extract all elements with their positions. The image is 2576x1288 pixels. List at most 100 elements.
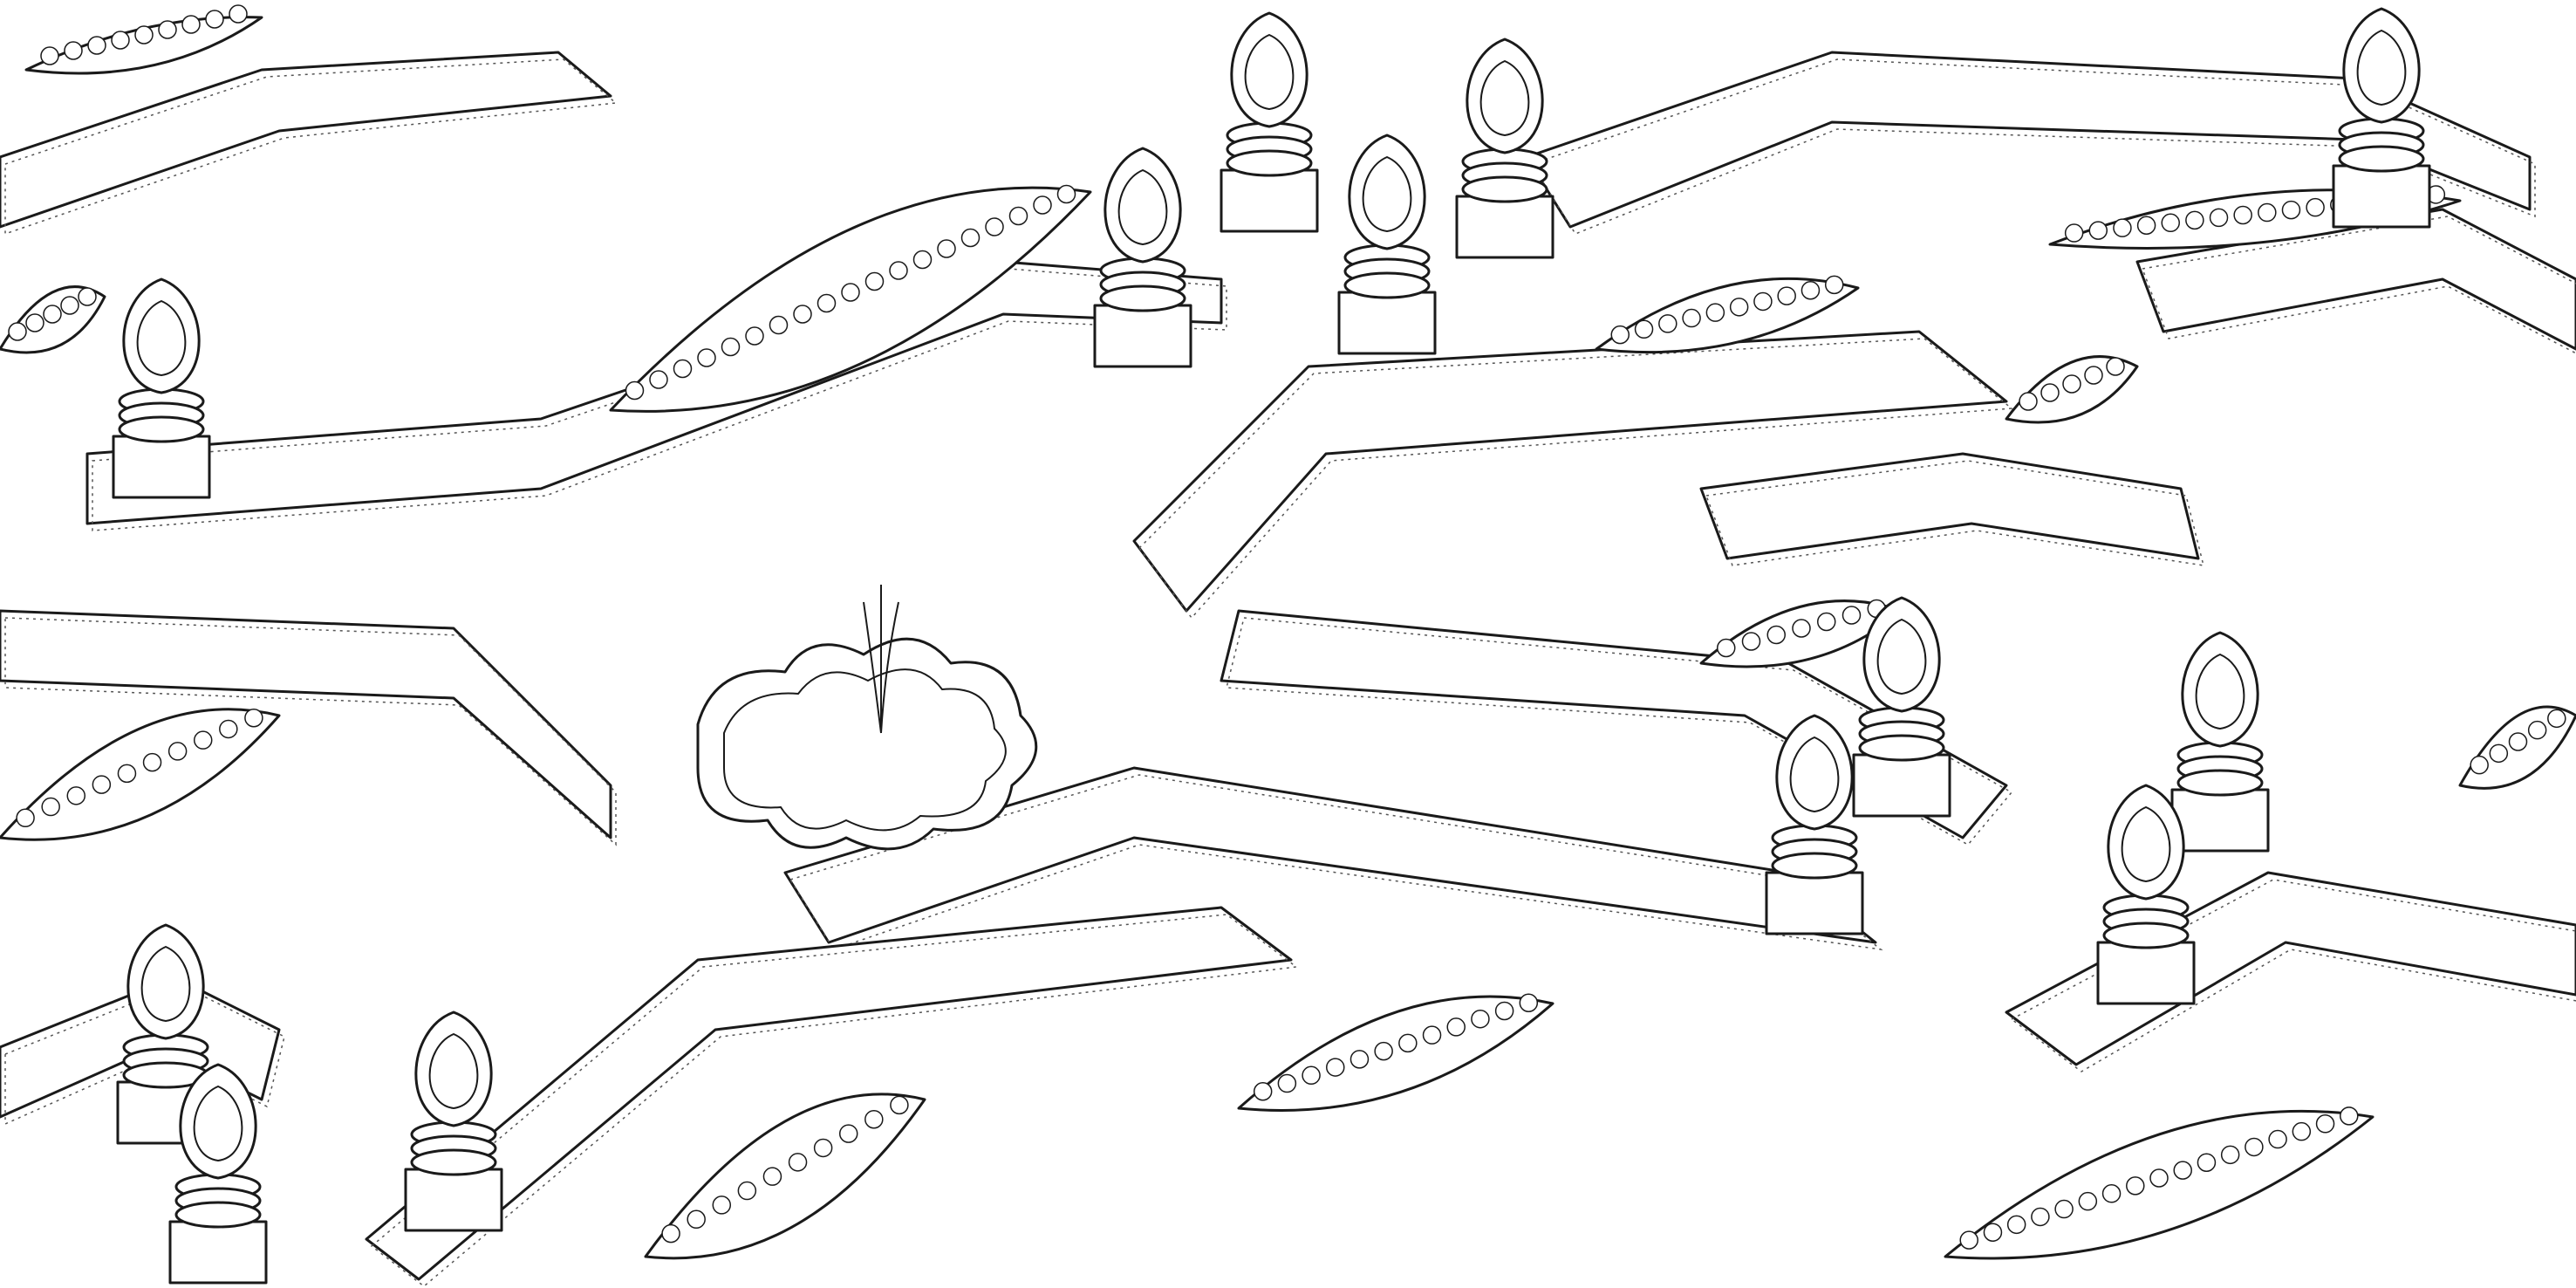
flower xyxy=(1471,1009,1490,1029)
flower xyxy=(205,10,224,29)
flower xyxy=(1033,195,1052,215)
flower xyxy=(111,31,130,50)
flower xyxy=(2084,366,2103,385)
flower xyxy=(244,708,263,728)
flower xyxy=(1326,1058,1345,1077)
hedge-wall xyxy=(0,609,612,839)
flower xyxy=(64,41,83,60)
flower-bed xyxy=(609,184,1092,413)
flower xyxy=(2292,1121,2312,1141)
fountain-jet xyxy=(863,585,899,734)
flower xyxy=(134,25,154,45)
flower xyxy=(2547,709,2566,729)
flower xyxy=(117,764,137,784)
flower xyxy=(649,370,668,389)
flower xyxy=(92,775,112,794)
flower xyxy=(2106,357,2125,376)
flower xyxy=(1253,1082,1273,1101)
flower xyxy=(2209,208,2229,228)
pool-water xyxy=(723,668,1007,832)
flower xyxy=(158,20,177,39)
hedge-wall xyxy=(783,766,1877,944)
flower-bed xyxy=(644,1093,926,1260)
flower xyxy=(2054,1199,2074,1219)
flower xyxy=(8,322,27,341)
flower xyxy=(2197,1153,2217,1172)
flower xyxy=(2233,205,2252,225)
flower xyxy=(2161,213,2180,233)
flower xyxy=(66,786,86,805)
flower xyxy=(737,1181,757,1201)
flower xyxy=(2185,210,2204,230)
flower xyxy=(712,1196,732,1215)
flower xyxy=(2006,1215,2026,1235)
flower xyxy=(1753,291,1773,312)
flower xyxy=(1841,606,1862,625)
flower xyxy=(625,380,645,401)
hedge-dotted-groove xyxy=(1226,617,2013,846)
pool-rim xyxy=(696,637,1038,851)
flower xyxy=(41,797,60,817)
flower xyxy=(1374,1041,1393,1061)
flower xyxy=(142,752,162,772)
hedge-wall xyxy=(2005,871,2576,1066)
flower xyxy=(2268,1129,2287,1149)
finial-post xyxy=(2170,631,2270,853)
hedge-dotted-groove xyxy=(789,774,1883,951)
finial-post xyxy=(1852,596,1951,818)
flower xyxy=(960,228,981,248)
flower xyxy=(40,46,59,65)
flower xyxy=(1705,303,1725,322)
flower xyxy=(1634,319,1654,339)
flower xyxy=(2306,197,2325,217)
flower-bed-layer xyxy=(0,4,2576,1260)
flower xyxy=(1959,1230,1978,1250)
flower xyxy=(60,296,79,315)
flower xyxy=(864,1109,884,1129)
hedge-dotted-groove xyxy=(92,268,1227,531)
flower xyxy=(2101,1184,2122,1203)
flower xyxy=(1766,625,1786,645)
finial-post xyxy=(1093,147,1192,368)
flower xyxy=(788,1153,808,1172)
flower xyxy=(1349,1050,1370,1069)
flower xyxy=(193,730,213,750)
finial-post xyxy=(112,277,211,499)
flower xyxy=(78,287,97,306)
flower xyxy=(2489,743,2509,764)
hedge-wall xyxy=(365,906,1293,1281)
flower-bed xyxy=(0,285,106,354)
flower xyxy=(1800,280,1821,300)
flower xyxy=(229,4,248,24)
flower xyxy=(937,239,956,258)
flower xyxy=(43,305,62,324)
flower xyxy=(673,359,693,379)
finial-post xyxy=(1765,714,1864,935)
flower xyxy=(2019,392,2038,411)
flower xyxy=(181,15,201,34)
flower xyxy=(890,1095,909,1115)
flower-bed xyxy=(0,708,281,841)
flower xyxy=(1446,1017,1466,1037)
flower-bed xyxy=(1237,993,1554,1112)
hedge-dotted-groove xyxy=(4,983,285,1126)
flower xyxy=(813,1138,833,1158)
flower xyxy=(769,315,789,335)
flower xyxy=(1777,286,1796,305)
flower xyxy=(2136,216,2156,235)
flower xyxy=(2064,223,2084,243)
flower xyxy=(687,1209,706,1230)
flower-bed xyxy=(1595,275,1860,354)
finial-layer xyxy=(112,7,2431,1285)
finial-post xyxy=(1455,38,1554,259)
flower xyxy=(889,261,908,280)
flower xyxy=(985,217,1004,236)
hedge-wall xyxy=(1525,51,2532,229)
flower xyxy=(838,1124,858,1143)
finial-post xyxy=(2332,7,2431,229)
flower xyxy=(2078,1191,2098,1211)
hedge-dotted-groove xyxy=(370,914,1298,1287)
flower-bed xyxy=(1699,599,1903,668)
flower xyxy=(1519,993,1539,1012)
flower-bed xyxy=(24,4,263,75)
